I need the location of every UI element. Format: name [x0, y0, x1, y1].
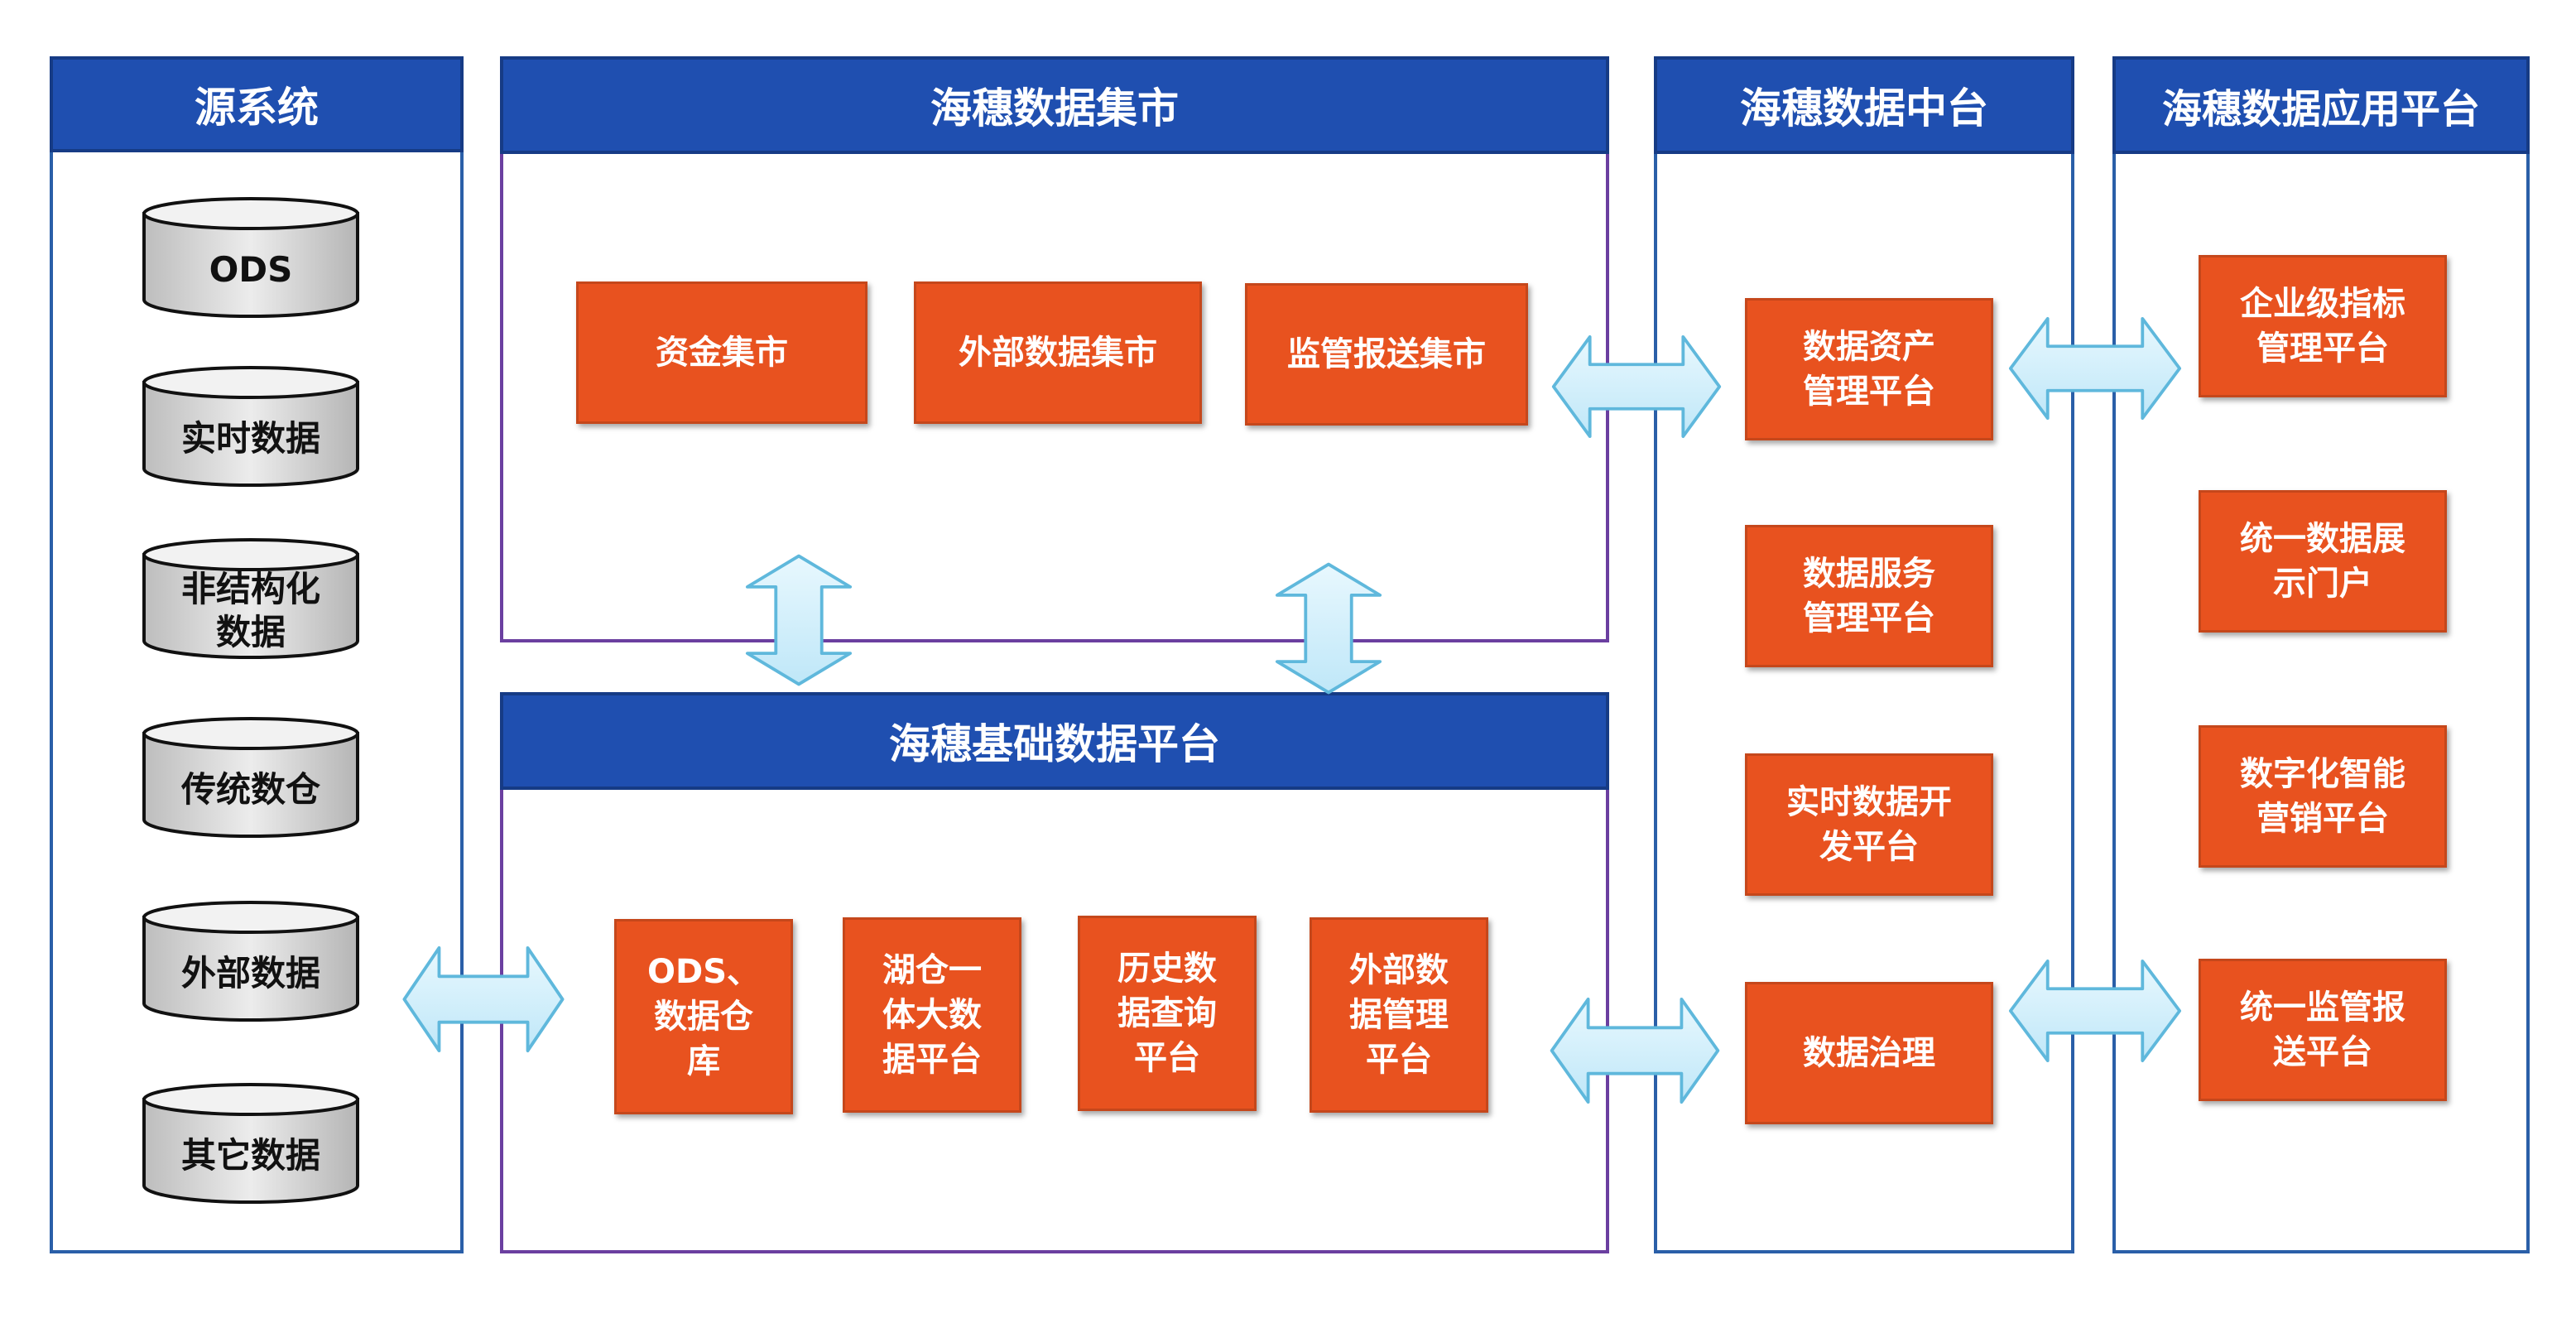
- app-item-display-portal[interactable]: 统一数据展 示门户: [2199, 490, 2447, 633]
- application-platform-title: 海穗数据应用平台: [2112, 56, 2530, 154]
- source-item-label: 传统数仓: [180, 769, 320, 810]
- middle-item-realtime-dev[interactable]: 实时数据开 发平台: [1745, 753, 1993, 896]
- database-cylinder-icon: [142, 717, 359, 838]
- data-middle-platform-title: 海穗数据中台: [1654, 56, 2074, 154]
- source-item-external-database[interactable]: 外部数据: [141, 899, 361, 1023]
- source-item-label: 其它数据: [180, 1135, 320, 1176]
- base-item-history-query[interactable]: 历史数 据查询 平台: [1078, 916, 1257, 1111]
- source-item-label: 非结构化 数据: [180, 569, 320, 652]
- data-mart-title: 海穗数据集市: [500, 56, 1609, 154]
- app-item-metrics-mgmt[interactable]: 企业级指标 管理平台: [2199, 255, 2447, 397]
- source-system-title: 源系统: [50, 56, 464, 152]
- mart-item-external[interactable]: 外部数据集市: [914, 281, 1202, 424]
- mart-item-fund[interactable]: 资金集市: [576, 281, 867, 424]
- source-item-realtime-database[interactable]: 实时数据: [141, 364, 361, 488]
- database-cylinder-icon: [142, 197, 359, 318]
- mart-item-regulatory[interactable]: 监管报送集市: [1245, 283, 1528, 426]
- arrow-middle-to-app-icon: [2006, 316, 2184, 424]
- database-cylinder-icon: [142, 901, 359, 1022]
- middle-item-service-mgmt[interactable]: 数据服务 管理平台: [1745, 525, 1993, 667]
- source-item-legacy-warehouse-database[interactable]: 传统数仓: [141, 715, 361, 840]
- middle-item-governance[interactable]: 数据治理: [1745, 982, 1993, 1124]
- arrow-mart-to-middle-icon: [1550, 334, 1723, 442]
- database-cylinder-icon: [142, 1083, 359, 1204]
- source-item-ods-database[interactable]: ODS: [141, 195, 361, 320]
- database-cylinder-icon: [142, 538, 359, 659]
- middle-item-asset-mgmt[interactable]: 数据资产 管理平台: [1745, 298, 1993, 440]
- source-item-label: ODS: [209, 249, 293, 290]
- arrow-base-to-middle-icon: [1548, 997, 1722, 1108]
- arrow-source-to-base-icon: [401, 945, 566, 1056]
- app-item-smart-marketing[interactable]: 数字化智能 营销平台: [2199, 725, 2447, 868]
- source-item-other-database[interactable]: 其它数据: [141, 1081, 361, 1205]
- base-platform-title: 海穗基础数据平台: [500, 692, 1609, 790]
- database-cylinder-icon: [142, 366, 359, 487]
- arrow-governance-to-app-icon: [2006, 959, 2184, 1066]
- source-item-label: 实时数据: [180, 418, 320, 459]
- base-item-external-mgmt[interactable]: 外部数 据管理 平台: [1310, 917, 1488, 1113]
- arrow-mart-base-left-icon: [745, 553, 853, 690]
- app-item-regulatory-report[interactable]: 统一监管报 送平台: [2199, 959, 2447, 1101]
- arrow-mart-base-right-icon: [1275, 561, 1382, 699]
- base-item-ods-dw[interactable]: ODS、 数据仓 库: [614, 919, 793, 1114]
- base-item-lakehouse[interactable]: 湖仓一 体大数 据平台: [843, 917, 1021, 1113]
- source-item-label: 外部数据: [180, 953, 320, 993]
- source-item-unstructured-database[interactable]: 非结构化 数据: [141, 536, 361, 661]
